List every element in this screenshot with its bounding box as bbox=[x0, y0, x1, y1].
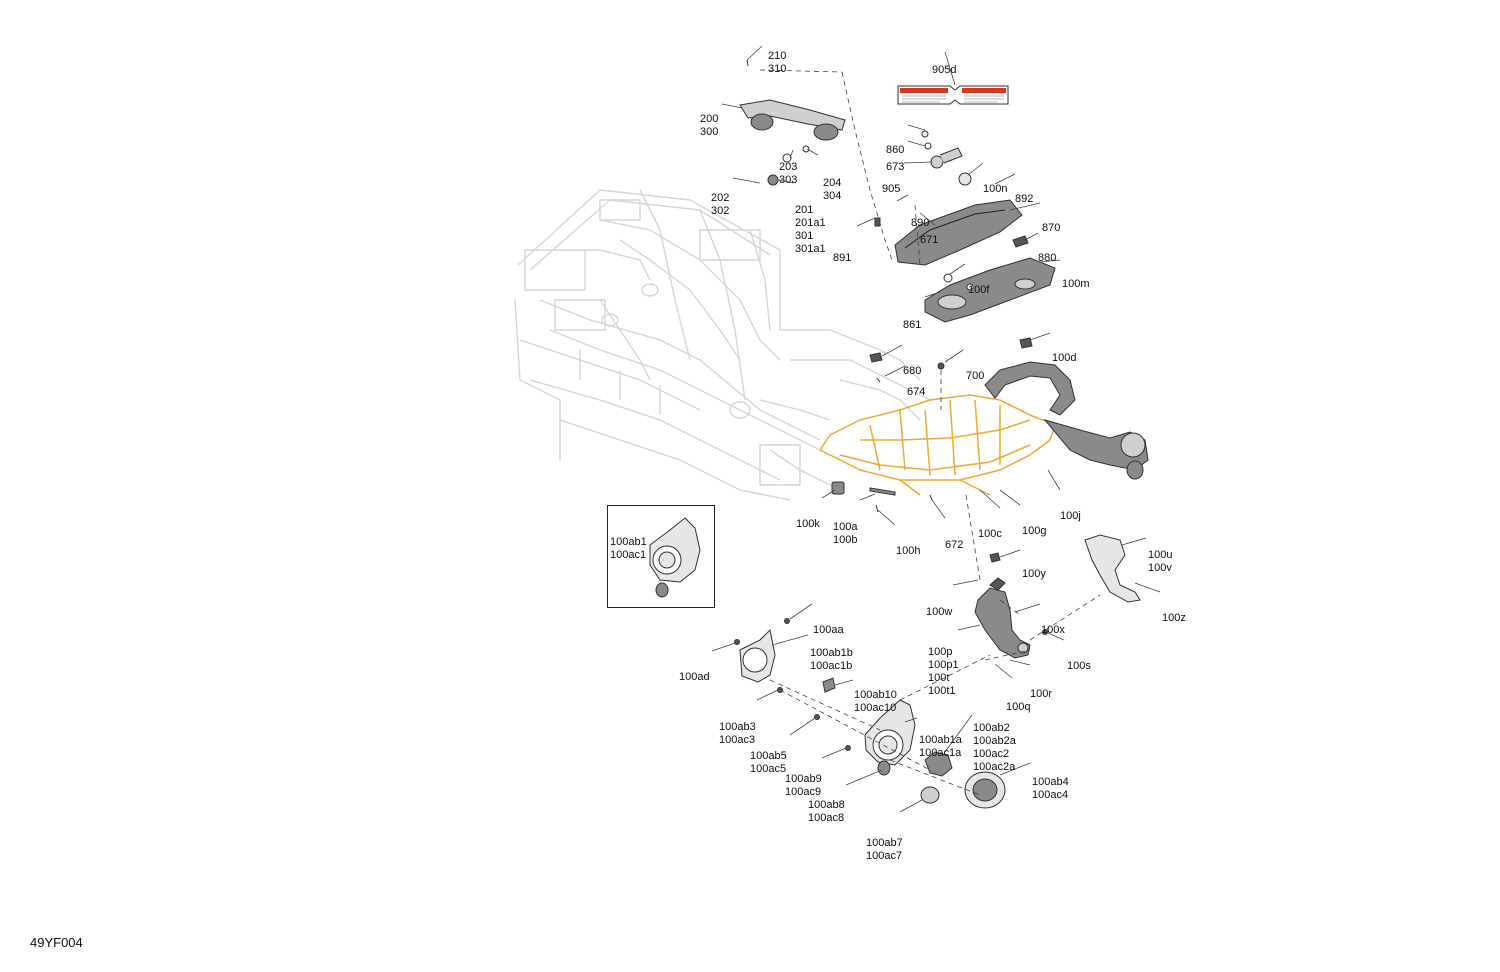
callout-100q: 100q bbox=[1006, 701, 1031, 713]
side-cover-assembly bbox=[734, 618, 1006, 809]
console-tray bbox=[874, 130, 1029, 266]
callout-100x: 100x bbox=[1041, 624, 1065, 636]
callout-100z: 100z bbox=[1162, 612, 1186, 624]
callout-861: 861 bbox=[903, 319, 922, 331]
footrest-assembly bbox=[974, 534, 1141, 659]
callout-100f: 100f bbox=[968, 284, 990, 296]
callout-100n: 100n bbox=[983, 183, 1008, 195]
callout-674: 674 bbox=[907, 386, 926, 398]
grab-handle-assembly bbox=[739, 59, 846, 186]
callout-891: 891 bbox=[833, 252, 852, 264]
warning-decal bbox=[897, 85, 1009, 105]
leader-lines bbox=[711, 45, 1161, 813]
inset-detail-frame bbox=[607, 505, 715, 608]
callout-680: 680 bbox=[903, 365, 922, 377]
callout-890: 890 bbox=[911, 217, 930, 229]
callout-100c: 100c bbox=[978, 528, 1002, 540]
callout-100r: 100r bbox=[1030, 688, 1053, 700]
console-cover bbox=[924, 257, 1056, 323]
callout-100aa: 100aa bbox=[813, 624, 844, 636]
callout-880: 880 bbox=[1038, 252, 1057, 264]
rear-handle-assembly bbox=[984, 337, 1149, 480]
callout-100d: 100d bbox=[1052, 352, 1077, 364]
callout-671: 671 bbox=[920, 234, 939, 246]
callout-700: 700 bbox=[966, 370, 985, 382]
callout-100j: 100j bbox=[1060, 510, 1081, 522]
floor-panel-highlight bbox=[819, 394, 1056, 496]
figure-id: 49YF004 bbox=[30, 935, 83, 950]
inset-part-drawing bbox=[649, 517, 701, 598]
callout-100k: 100k bbox=[796, 518, 820, 530]
vehicle-frame bbox=[514, 189, 931, 501]
callout-100g: 100g bbox=[1022, 525, 1047, 537]
assembly-dash-lines bbox=[759, 69, 1101, 796]
callout-905: 905 bbox=[882, 183, 901, 195]
callout-100ad: 100ad bbox=[679, 671, 710, 683]
callout-673: 673 bbox=[886, 161, 905, 173]
callout-100h: 100h bbox=[896, 545, 921, 557]
callout-892: 892 bbox=[1015, 193, 1034, 205]
callout-860: 860 bbox=[886, 144, 905, 156]
callout-100w: 100w bbox=[926, 606, 953, 618]
callout-905d: 905d bbox=[932, 64, 957, 76]
callout-100y: 100y bbox=[1022, 568, 1046, 580]
callout-672: 672 bbox=[945, 539, 964, 551]
left-fasteners bbox=[172, 352, 945, 513]
callout-100s: 100s bbox=[1067, 660, 1091, 672]
callout-100m: 100m bbox=[1062, 278, 1090, 290]
callout-870: 870 bbox=[1042, 222, 1061, 234]
